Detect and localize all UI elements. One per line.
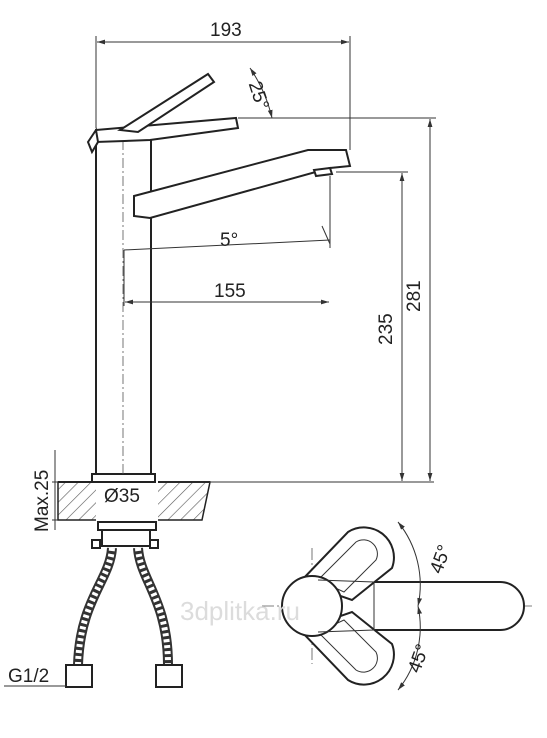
lever-handle bbox=[86, 72, 240, 155]
dim-thread: G1/2 bbox=[4, 666, 66, 687]
dim-lever-angle-label: 25° bbox=[244, 79, 273, 113]
spout bbox=[133, 149, 352, 220]
dim-max-thickness-label: Max.25 bbox=[32, 470, 53, 532]
dim-lever-angle: 25° bbox=[244, 67, 273, 119]
dim-height-total-label: 281 bbox=[404, 280, 425, 312]
dim-rotation-bottom-label: 45° bbox=[404, 642, 434, 676]
watermark: 3dplitka.ru bbox=[180, 596, 300, 626]
dim-height-spout-label: 235 bbox=[376, 313, 397, 345]
dim-thread-label: G1/2 bbox=[8, 666, 49, 687]
mounting-nut bbox=[91, 521, 159, 549]
dim-hole-diameter: Ø35 bbox=[104, 486, 140, 507]
faucet-column bbox=[91, 139, 156, 483]
dim-width-top: 193 bbox=[95, 20, 351, 150]
dim-max-thickness: Max.25 bbox=[32, 450, 58, 532]
dim-spout-angle-label: 5° bbox=[220, 230, 238, 251]
dim-height-total: 281 bbox=[238, 117, 436, 481]
dim-width-top-label: 193 bbox=[210, 20, 242, 41]
dim-reach: 155 bbox=[123, 250, 329, 306]
top-view: 45° 45° bbox=[262, 521, 532, 691]
dim-height-spout: 235 bbox=[160, 171, 434, 483]
countertop-section bbox=[57, 480, 211, 522]
flexible-hoses bbox=[65, 547, 183, 688]
dim-hole-diameter-label: Ø35 bbox=[104, 486, 140, 507]
dim-rotation-top-label: 45° bbox=[426, 542, 456, 576]
dim-spout-angle: 5° bbox=[123, 176, 331, 251]
dim-reach-label: 155 bbox=[214, 281, 246, 302]
